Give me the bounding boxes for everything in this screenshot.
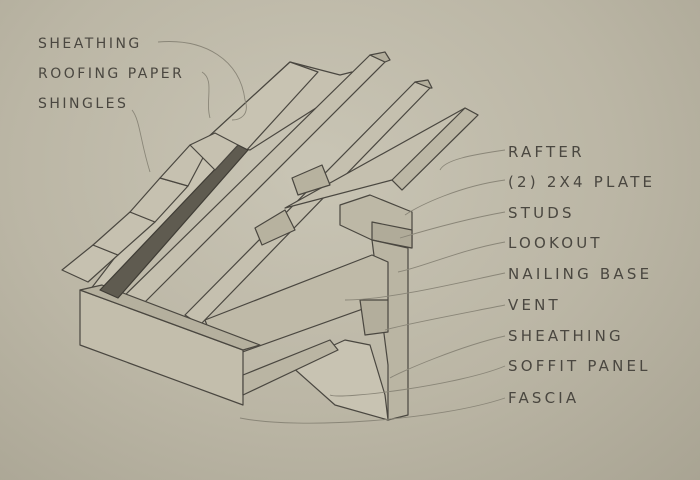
blocking-2 <box>254 209 296 246</box>
leader-lines <box>131 41 506 424</box>
label-plate: (2) 2X4 PLATE <box>508 173 656 191</box>
shingle-row <box>61 132 239 283</box>
rafter-1-top <box>369 51 391 63</box>
blocking-1 <box>291 164 331 196</box>
label-studs: STUDS <box>508 204 575 222</box>
label-lookout: LOOKOUT <box>508 234 603 252</box>
label-fascia: FASCIA <box>508 389 580 407</box>
label-shingles: SHINGLES <box>38 96 129 112</box>
label-vent: VENT <box>508 296 561 314</box>
top-plate-front <box>371 221 413 249</box>
roofing-paper-strip <box>99 144 249 299</box>
nailing-base <box>359 299 389 336</box>
label-sheathing: SHEATHING <box>508 327 624 345</box>
label-sheathing-top: SHEATHING <box>38 36 142 52</box>
soffit-panel <box>242 339 339 396</box>
rafter-3-face <box>391 107 479 191</box>
rafter-2-top <box>414 79 433 89</box>
label-soffit-panel: SOFFIT PANEL <box>508 357 651 375</box>
label-rafter: RAFTER <box>508 143 585 161</box>
label-nailing-base: NAILING BASE <box>508 265 653 283</box>
fascia-top <box>79 284 261 351</box>
label-roofing-paper: ROOFING PAPER <box>38 66 185 82</box>
